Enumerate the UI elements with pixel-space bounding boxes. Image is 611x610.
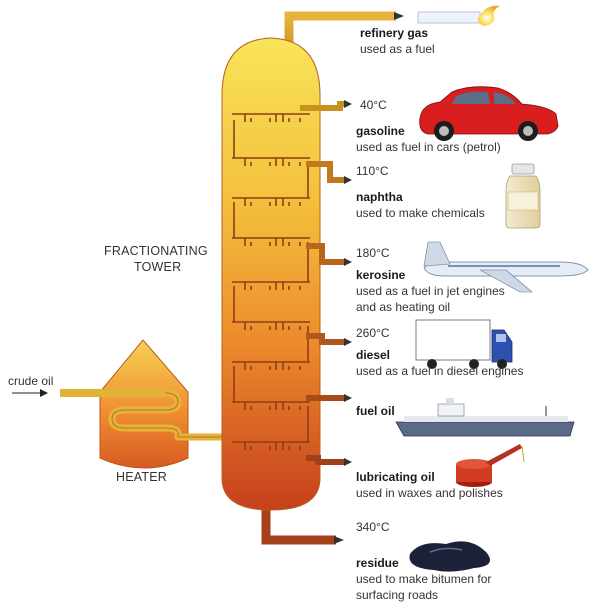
tower-trays xyxy=(232,113,310,450)
fraction-temp-naphtha: 110°C xyxy=(356,164,389,178)
fraction-use-lubricating-oil: used in waxes and polishes xyxy=(356,486,503,500)
fraction-use-diesel: used as a fuel in diesel engines xyxy=(356,364,524,378)
fraction-use-gasoline: used as fuel in cars (petrol) xyxy=(356,140,501,154)
fraction-name-gasoline: gasoline xyxy=(356,124,405,138)
ship-icon xyxy=(395,398,575,437)
fraction-temp-residue: 340°C xyxy=(356,520,390,534)
fraction-use-residue: used to make bitumen for xyxy=(356,572,492,586)
crude-oil-arrow xyxy=(12,389,48,397)
oil-can-icon xyxy=(456,444,525,487)
fraction-use-kerosine-line2: and as heating oil xyxy=(356,300,451,314)
heater-label: HEATER xyxy=(116,470,167,484)
fraction-temp-kerosine: 180°C xyxy=(356,246,390,260)
fractionating-tower xyxy=(221,11,404,545)
fraction-name-fuel-oil: fuel oil xyxy=(356,404,395,418)
car-icon xyxy=(419,86,559,141)
lighter-flame-icon xyxy=(417,5,500,26)
fraction-name-residue: residue xyxy=(356,556,399,570)
fraction-temp-diesel: 260°C xyxy=(356,326,390,340)
fraction-name-naphtha: naphtha xyxy=(356,190,403,204)
crude-oil-label: crude oil xyxy=(8,374,54,388)
tower-body xyxy=(221,37,321,511)
fraction-name-diesel: diesel xyxy=(356,348,391,362)
fraction-name-kerosine: kerosine xyxy=(356,268,406,282)
fraction-use-kerosine: used as a fuel in jet engines xyxy=(356,284,505,298)
fraction-name-refinery-gas: refinery gas xyxy=(360,26,429,40)
fraction-name-lubricating-oil: lubricating oil xyxy=(356,470,435,484)
truck-icon xyxy=(415,319,513,369)
fraction-temp-gasoline: 40°C xyxy=(360,98,387,112)
heater xyxy=(60,339,230,469)
tower-title-line2: TOWER xyxy=(134,260,182,274)
outlet-arrows xyxy=(344,100,352,466)
airplane-icon xyxy=(423,241,589,293)
tower-title-line1: FRACTIONATING xyxy=(104,244,208,258)
fraction-use-naphtha: used to make chemicals xyxy=(356,206,485,220)
fraction-use-refinery-gas: used as a fuel xyxy=(360,42,435,56)
bottle-icon xyxy=(505,163,541,229)
outlet-pipes xyxy=(300,101,345,465)
bitumen-puddle-icon xyxy=(409,541,490,572)
fraction-use-residue-line2: surfacing roads xyxy=(356,588,439,602)
